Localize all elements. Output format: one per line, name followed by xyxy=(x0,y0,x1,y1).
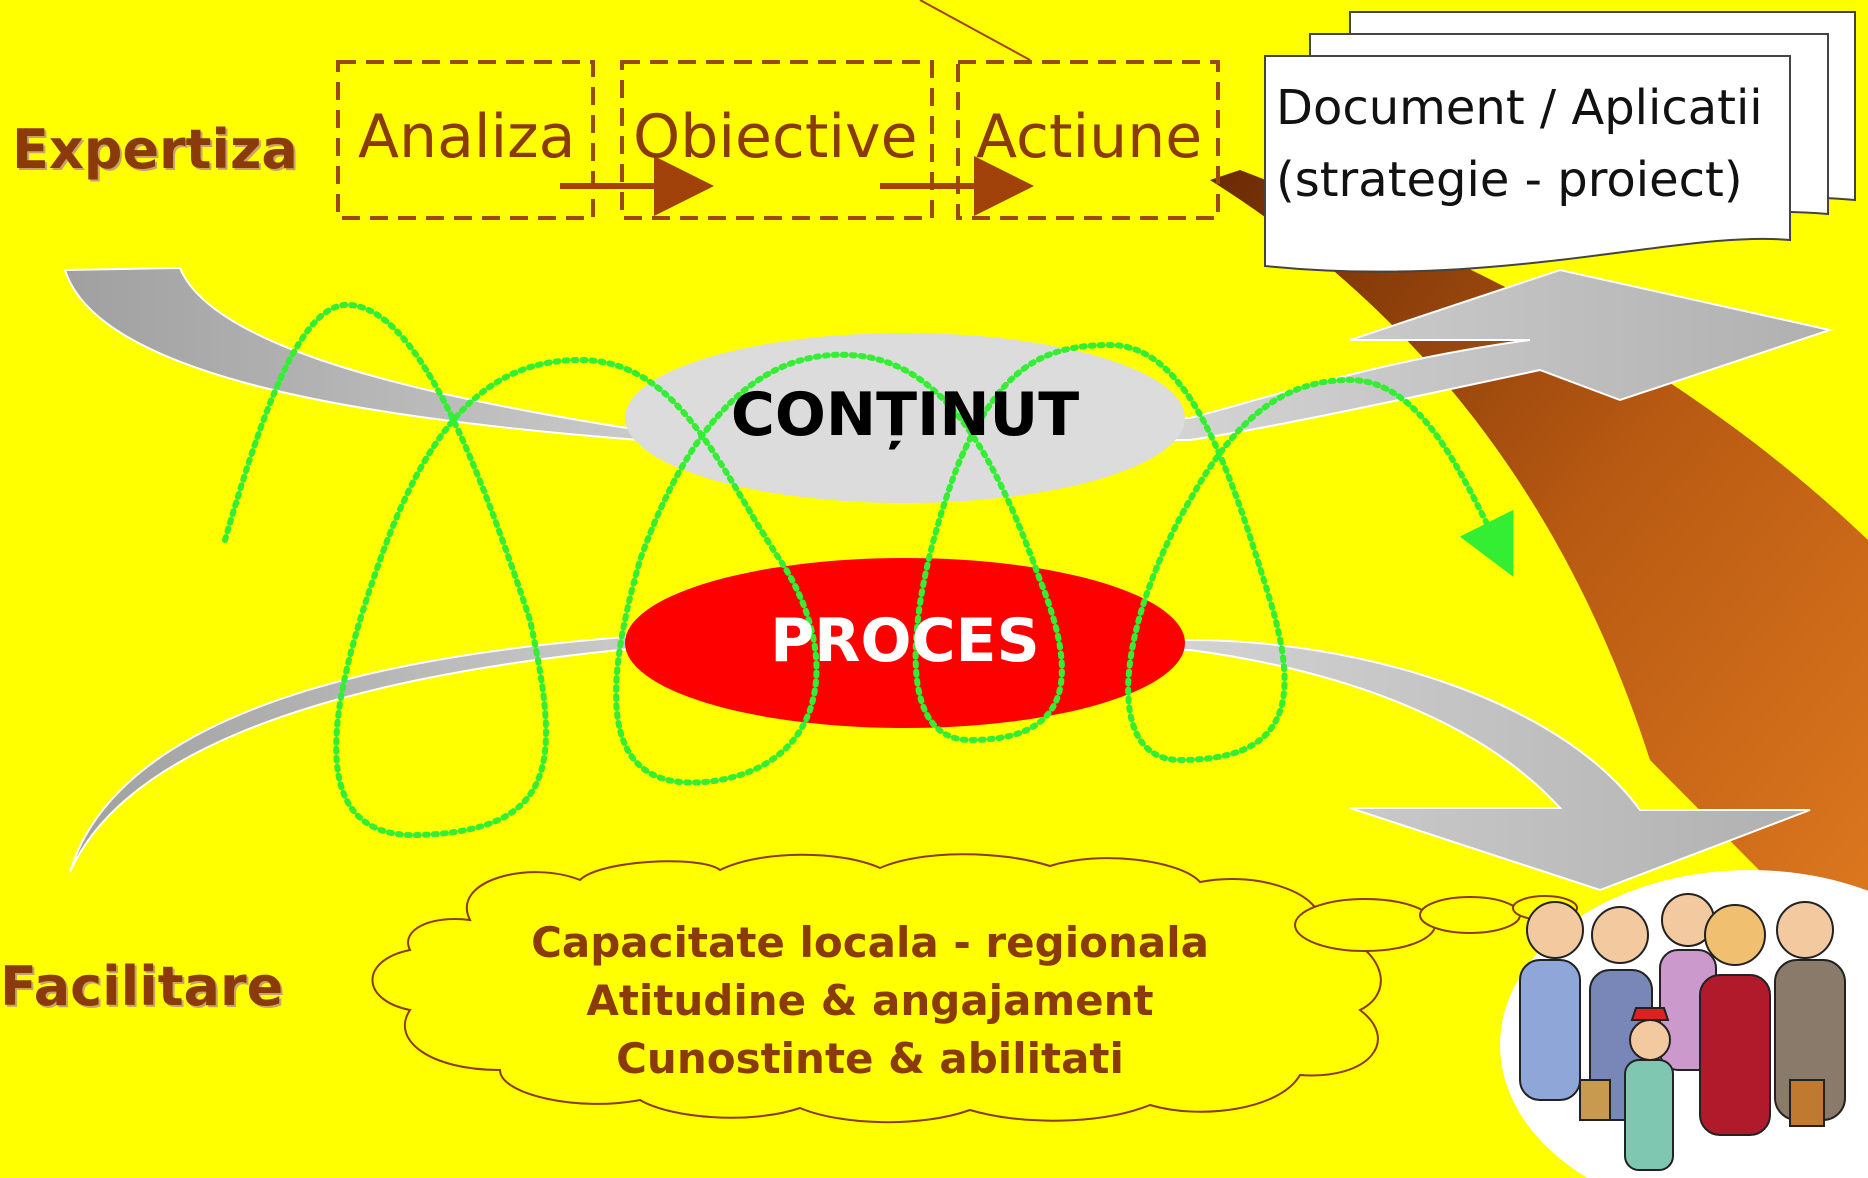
step-box-actiune xyxy=(956,60,1220,220)
process-flow-arrow xyxy=(69,634,1811,892)
step-box-obiective xyxy=(620,60,934,220)
thought-bubble-1 xyxy=(1294,898,1436,952)
step-label-obiective: Obiective xyxy=(633,102,918,172)
thought-cloud xyxy=(371,853,1382,1124)
step-label-actiune: Actiune xyxy=(976,102,1203,172)
thin-connector-line xyxy=(919,0,1031,61)
thought-bubble-2 xyxy=(1419,896,1521,934)
facilitare-label: Facilitare xyxy=(0,955,284,1018)
document-title-line2: (strategie - proiect) xyxy=(1276,152,1743,208)
step-label-analiza: Analiza xyxy=(358,102,576,172)
cloud-text-line2: Atitudine & angajament xyxy=(586,976,1154,1025)
step-box-analiza xyxy=(336,60,595,220)
cloud-text-line3: Cunostinte & abilitati xyxy=(616,1034,1124,1083)
proces-label: PROCES xyxy=(770,606,1040,676)
content-flow-arrow xyxy=(63,266,1834,441)
proces-ellipse xyxy=(625,558,1185,728)
document-title-line1: Document / Aplicatii xyxy=(1276,80,1763,136)
brown-band xyxy=(1210,170,1868,980)
expertiza-label: Expertiza xyxy=(12,118,298,181)
document-sheet-front xyxy=(1264,55,1791,273)
people-group-icon xyxy=(1500,870,1868,1178)
continut-label: CONȚINUT xyxy=(730,380,1080,450)
green-dotted-loop-path xyxy=(222,301,1514,839)
cloud-text-line1: Capacitate locala - regionala xyxy=(531,918,1209,967)
